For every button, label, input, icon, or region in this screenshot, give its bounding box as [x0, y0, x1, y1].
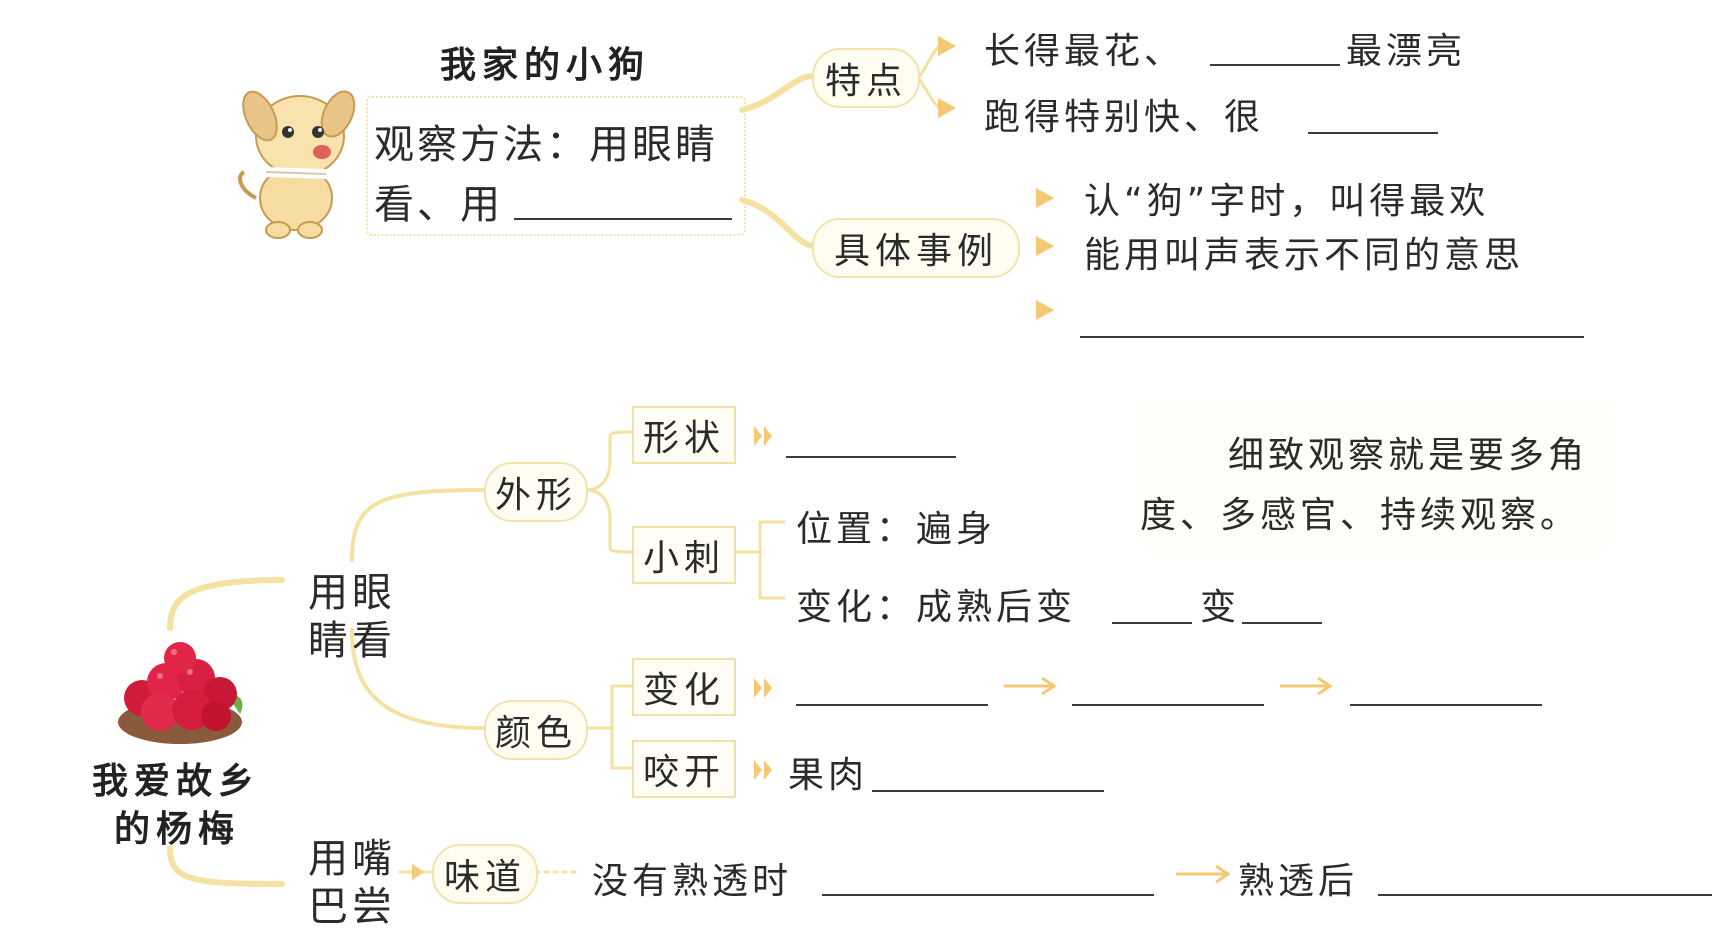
bayberry-title-line2: 的杨梅 — [114, 809, 241, 850]
dog-title: 我家的小狗 — [440, 45, 651, 86]
taste-ripe-blank[interactable] — [1378, 894, 1712, 896]
method-box — [366, 96, 746, 236]
dog-illustration — [226, 80, 362, 240]
bayberry-title-line1: 我爱故乡 — [92, 761, 261, 802]
appearance-node: 外形 — [484, 462, 588, 522]
trait1-prefix: 长得最花、 — [984, 31, 1185, 72]
example-node: 具体事例 — [812, 218, 1020, 278]
bayberry-illustration — [108, 636, 248, 748]
trait-node: 特点 — [812, 48, 920, 108]
example2: 能用叫声表示不同的意思 — [1084, 235, 1525, 276]
color-stage1-blank[interactable] — [796, 704, 988, 706]
note-box — [1140, 404, 1610, 554]
taste-node: 味道 — [432, 844, 538, 904]
bayberry-icon — [118, 642, 243, 744]
shape-node: 形状 — [632, 406, 736, 464]
taste-unripe: 没有熟透时 — [592, 861, 793, 902]
shape-blank[interactable] — [786, 456, 956, 458]
thorn-node: 小刺 — [632, 526, 736, 584]
eyes-line2: 睛看 — [308, 618, 396, 664]
trait1-suffix: 最漂亮 — [1346, 31, 1467, 72]
dog-icon — [238, 90, 356, 239]
mouth-line2: 巴尝 — [308, 884, 396, 930]
trait2-blank[interactable] — [1308, 132, 1438, 134]
eyes-line1: 用眼 — [308, 570, 396, 616]
note-line1: 细致观察就是要多角 — [1228, 435, 1589, 476]
color-change-node: 变化 — [632, 658, 736, 716]
trait1-blank[interactable] — [1210, 64, 1340, 66]
thorn-change-blank1[interactable] — [1112, 622, 1192, 624]
bite-text: 果肉 — [788, 755, 869, 796]
taste-ripe: 熟透后 — [1238, 861, 1359, 902]
thorn-change-prefix: 变化：成熟后变 — [796, 587, 1077, 628]
thorn-position: 位置：遍身 — [796, 509, 997, 550]
method-line2: 看、用 — [374, 182, 503, 228]
example1: 认“狗”字时，叫得最欢 — [1084, 181, 1490, 222]
color-stage2-blank[interactable] — [1072, 704, 1264, 706]
color-stage3-blank[interactable] — [1350, 704, 1542, 706]
taste-unripe-blank[interactable] — [822, 894, 1154, 896]
thorn-change-mid: 变 — [1200, 587, 1241, 628]
color-node: 颜色 — [484, 700, 588, 760]
bite-blank[interactable] — [872, 790, 1104, 792]
method-blank[interactable] — [514, 218, 732, 220]
trait2-prefix: 跑得特别快、很 — [984, 97, 1265, 138]
bite-node: 咬开 — [632, 740, 736, 798]
thorn-change-blank2[interactable] — [1242, 622, 1322, 624]
example3-blank[interactable] — [1080, 336, 1584, 338]
note-line2: 度、多感官、持续观察。 — [1140, 495, 1581, 536]
method-line1: 观察方法：用眼睛 — [374, 122, 718, 168]
mouth-line1: 用嘴 — [308, 836, 396, 882]
